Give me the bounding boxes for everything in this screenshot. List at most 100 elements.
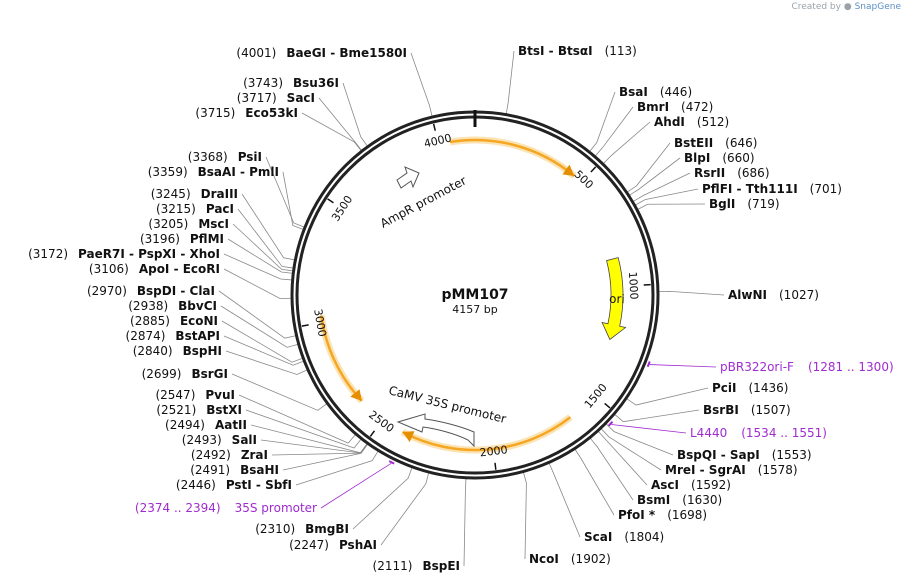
site-position-label: (1553) [772, 448, 812, 462]
site-name-label: EcoNI [180, 314, 218, 328]
site-position-label: (1902) [571, 552, 611, 566]
site-position-label: (2970) [87, 284, 127, 298]
site-position-label: (1804) [624, 530, 664, 544]
primer-name-label: 35S promoter [235, 501, 317, 515]
site-name-label: PciI [712, 381, 737, 395]
site-position-label: (1630) [682, 493, 722, 507]
ori-label: ori [609, 292, 625, 306]
primer-name-label: pBR322ori-F [720, 360, 794, 374]
site-name-label: PsiI [238, 150, 262, 164]
site-position-label: (719) [747, 197, 779, 211]
leader-line [380, 472, 430, 546]
site-name-label: BstEII [674, 136, 713, 150]
site-position-label: (1592) [691, 478, 731, 492]
ori-feature [601, 257, 627, 341]
leader-line [265, 156, 305, 228]
site-name-label: SacI [287, 91, 315, 105]
ruler-label: 2500 [366, 408, 396, 435]
primer-name-label: L4440 [690, 426, 727, 440]
leader-line [221, 320, 303, 363]
leader-line [352, 467, 413, 530]
site-name-label: BglI [709, 197, 735, 211]
site-position-label: (1578) [758, 463, 798, 477]
leader-line [590, 438, 634, 501]
site-name-label: BspHI [183, 344, 222, 358]
leader-line [225, 350, 308, 375]
leader-line [626, 387, 709, 406]
site-name-label: PaeR7I - PspXI - XhoI [78, 247, 220, 261]
site-position-label: (3205) [148, 217, 188, 231]
leader-line [238, 394, 356, 444]
ruler-label: 2000 [479, 443, 508, 459]
site-name-label: AlwNI [728, 288, 767, 302]
ruler-tick [494, 462, 497, 470]
site-position-label: (4001) [236, 46, 276, 60]
site-position-label: (2885) [130, 314, 170, 328]
site-position-label: (3215) [156, 202, 196, 216]
orf-arrowhead [350, 389, 362, 401]
leader-line [271, 443, 368, 456]
site-name-label: Eco53kI [245, 106, 298, 120]
site-name-label: MreI - SgrAI [665, 463, 746, 477]
site-position-label: (2111) [373, 559, 413, 573]
site-position-label: (3359) [148, 165, 188, 179]
ruler-label: 4000 [423, 131, 453, 150]
site-position-label: (3196) [140, 232, 180, 246]
site-name-label: NcoI [529, 552, 559, 566]
primer-range-label: (1281 .. 1300) [808, 360, 894, 374]
leader-line [241, 193, 295, 261]
ampr-promoter-label: AmpR promoter [378, 173, 469, 230]
site-name-label: BsaHI [240, 463, 279, 477]
snapgene-logo-icon: ● [843, 2, 852, 12]
site-name-label: BstXI [206, 403, 242, 417]
site-position-label: (3715) [195, 106, 235, 120]
ruler-tick [369, 430, 376, 437]
leader-line [218, 290, 296, 339]
credit-prefix: Created by [791, 2, 841, 12]
leader-line [627, 142, 671, 193]
site-position-label: (2547) [155, 388, 195, 402]
site-position-label: (686) [737, 166, 769, 180]
ruler-label: 3500 [329, 193, 355, 224]
leader-line [223, 335, 304, 366]
site-position-label: (3245) [151, 187, 191, 201]
ruler-tick [590, 166, 597, 173]
site-position-label: (2938) [128, 299, 168, 313]
camv-35s-promoter-arrow [396, 413, 475, 448]
site-name-label: BspEI [422, 559, 460, 573]
leader-line [245, 409, 362, 449]
site-position-label: (1436) [749, 381, 789, 395]
leader-line [295, 451, 379, 486]
site-name-label: BbvCI [178, 299, 217, 313]
site-name-label: ZraI [241, 448, 268, 462]
leader-line [614, 409, 700, 423]
site-name-label: Bsu36I [293, 76, 339, 90]
site-name-label: AatII [215, 418, 247, 432]
primer-leader [320, 462, 392, 509]
leader-line [410, 52, 433, 117]
leader-line [237, 208, 294, 269]
site-position-label: (2493) [182, 433, 222, 447]
leader-line [505, 50, 515, 114]
leader-line [635, 188, 699, 206]
backbone-circle [290, 110, 660, 480]
leader-line [223, 253, 292, 281]
site-labels: BtsI - BtsαI(113)BsaI(446)BmrI(472)AhdI(… [28, 44, 894, 573]
credit-brand: SnapGene [854, 2, 901, 12]
primer-range-label: (1534 .. 1551) [741, 426, 827, 440]
leader-line [282, 444, 368, 471]
ruler-tick [432, 123, 437, 131]
site-name-label: BmrI [637, 100, 669, 114]
site-position-label: (113) [605, 44, 637, 58]
leader-line [637, 203, 706, 210]
site-position-label: (2874) [126, 329, 166, 343]
site-name-label: PvuI [205, 388, 235, 402]
snapgene-credit: Created by ● SnapGene [791, 2, 901, 12]
ampr-promoter-arrow [396, 166, 420, 189]
site-name-label: PflMI [190, 232, 224, 246]
site-position-label: (2494) [165, 418, 205, 432]
site-name-label: PacI [206, 202, 234, 216]
site-position-label: (3368) [188, 150, 228, 164]
primer-mark [388, 460, 395, 465]
leader-line [342, 82, 368, 147]
